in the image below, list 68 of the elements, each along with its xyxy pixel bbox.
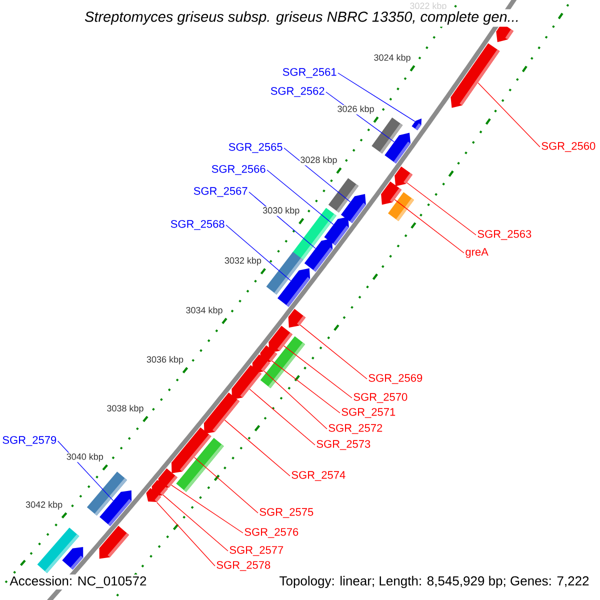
gene-label: SGR_2566 — [212, 165, 266, 175]
gene-label: SGR_2569 — [368, 374, 422, 384]
gene-label: SGR_2578 — [216, 561, 270, 571]
gene-block — [100, 490, 132, 526]
gene-box — [388, 192, 414, 222]
gene-block — [412, 118, 422, 130]
gene-label: SGR_2579 — [2, 436, 56, 446]
leader-line — [283, 345, 352, 398]
leader-line — [264, 370, 328, 430]
gene-label: SGR_2565 — [228, 143, 282, 153]
gene-block — [304, 238, 333, 272]
tick-label: 3034 kbp — [185, 306, 224, 316]
footer-text: Topology: linear; Length: 8,545,929 bp; Genes: 7,222 — [278, 574, 591, 590]
tick-label: 3042 kbp — [25, 500, 64, 510]
gene-block — [232, 365, 262, 400]
gene-label: SGR_2563 — [478, 230, 532, 240]
gene-label: SGR_2560 — [542, 142, 596, 152]
gene-label: greA — [466, 248, 488, 258]
leader-line — [224, 420, 290, 476]
leader-line — [226, 224, 292, 282]
leader-line — [478, 82, 540, 148]
gene-label: SGR_2571 — [342, 408, 396, 418]
gene-block — [288, 308, 306, 328]
gene-label: SGR_2562 — [270, 87, 324, 97]
tick-label: 3038 kbp — [106, 404, 144, 414]
leader-line — [300, 324, 368, 380]
gene-label: SGR_2577 — [230, 546, 284, 556]
gene-block — [268, 326, 293, 353]
gene-label: SGR_2576 — [244, 528, 298, 538]
gene-label: SGR_2572 — [328, 424, 382, 434]
tick-label: 3040 kbp — [66, 452, 104, 462]
leader-line — [171, 484, 244, 534]
gene-label: SGR_2567 — [194, 187, 248, 197]
tick-label: 3030 kbp — [262, 206, 300, 216]
gene-label: SGR_2568 — [170, 220, 224, 230]
gene-block — [146, 488, 162, 502]
gene-label: SGR_2573 — [316, 440, 370, 450]
gene-block — [62, 546, 84, 570]
gene-block — [278, 268, 310, 307]
gene-label: SGR_2561 — [282, 68, 336, 78]
leader-line — [394, 199, 464, 254]
tick-label: 3032 kbp — [224, 256, 262, 266]
leader-line — [162, 494, 228, 552]
leader-line — [194, 456, 258, 514]
tick-label: 3028 kbp — [300, 156, 338, 166]
title: Streptomyces griseus subsp. griseus NBRC 13350, complete gen... — [82, 9, 522, 27]
tick-label: 3026 kbp — [336, 104, 375, 114]
gene-label: SGR_2575 — [260, 508, 314, 518]
gene-block — [204, 392, 240, 434]
leader-line — [272, 360, 340, 414]
gene-block — [99, 526, 130, 559]
gene-block — [450, 43, 500, 108]
tick-label: 3024 kbp — [373, 54, 412, 64]
gene-block — [340, 194, 366, 224]
gene-block — [171, 427, 212, 474]
gene-label: SGR_2570 — [354, 393, 408, 403]
tick-label: 3036 kbp — [146, 356, 184, 365]
leader-line — [284, 148, 351, 202]
gene-block — [381, 181, 402, 205]
gene-block — [384, 132, 411, 164]
leader-line — [266, 170, 334, 225]
footer-text: Accession: NC_010572 — [8, 574, 148, 590]
leader-line — [156, 502, 216, 566]
leader-line — [249, 388, 316, 446]
gene-block — [394, 166, 413, 186]
gene-label: SGR_2574 — [292, 471, 346, 481]
leader-line — [406, 182, 476, 236]
leader-line — [338, 72, 416, 122]
